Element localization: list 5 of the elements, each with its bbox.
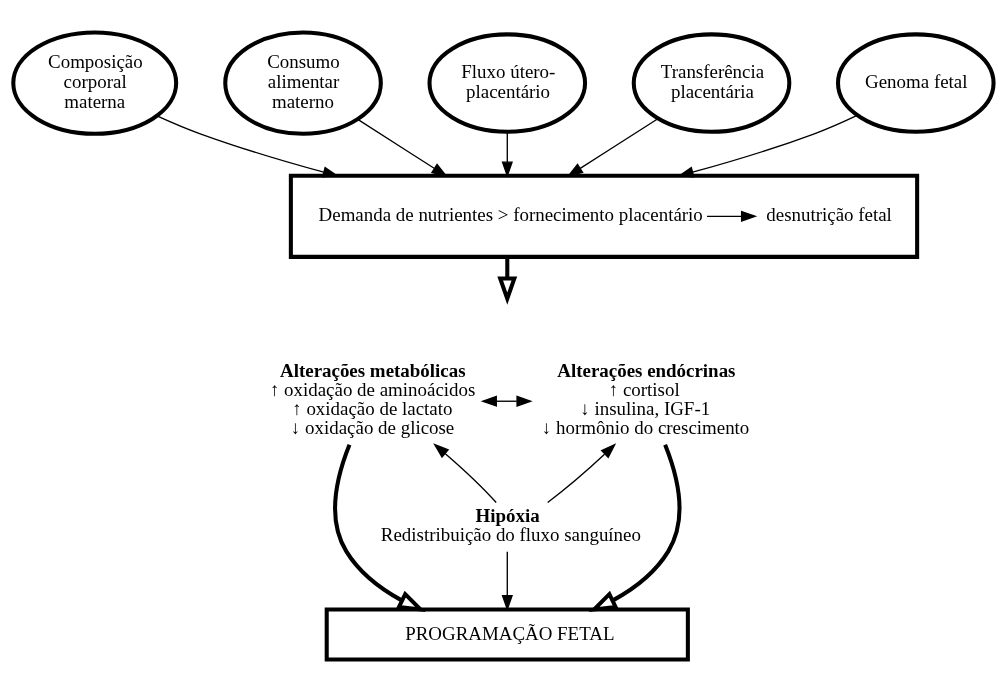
node-text: Demanda de nutrientes > fornecimento placentário [318,203,703,225]
node-text: Hipóxia Redistribuição do fluxo sanguíneo [380,504,641,545]
node-text: Alterações metabólicas ↑ oxidação de aminoácidos ↑ oxidação de lactato ↓ oxidação de glicose [269,359,476,438]
node-text: Alterações endócrinas ↑ cortisol ↓ insulina, IGF-1 ↓ hormônio do crescimento [541,359,750,438]
node-text: desnutrição fetal [766,203,892,225]
